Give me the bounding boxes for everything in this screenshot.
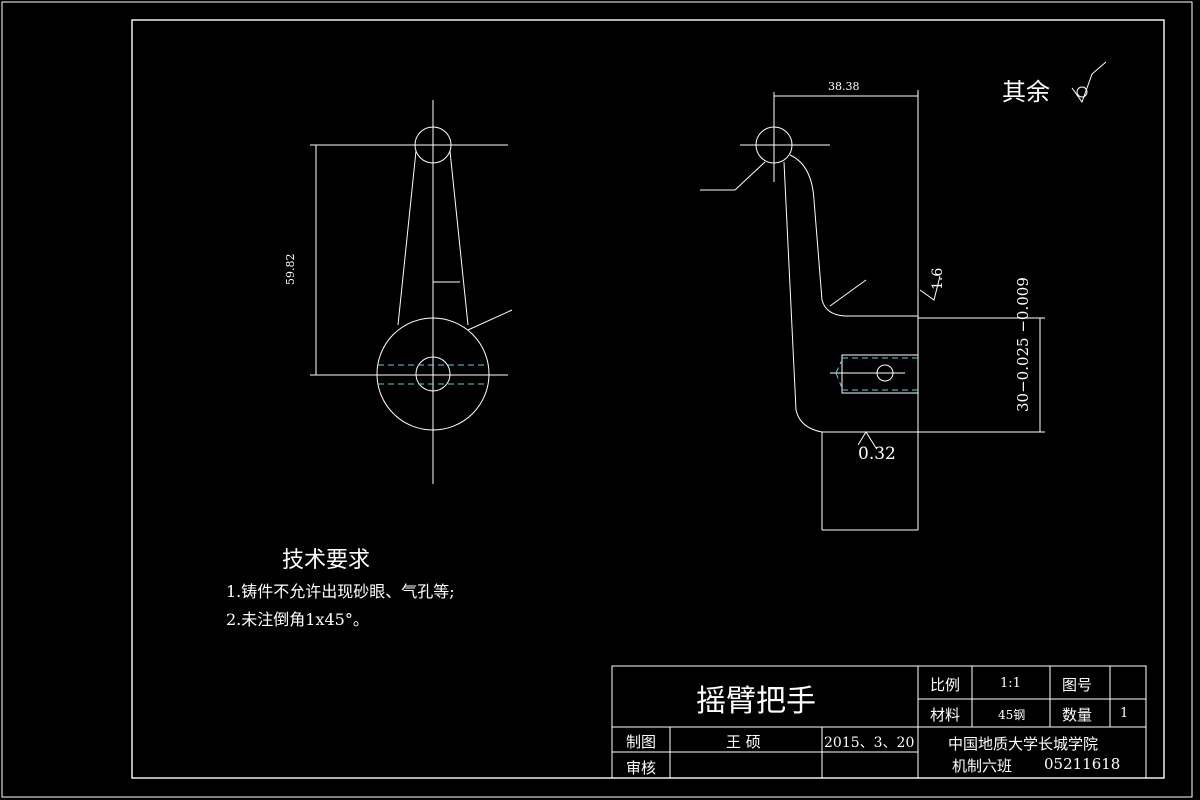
material-value: 45钢 <box>998 708 1026 722</box>
side-view <box>700 61 1107 531</box>
drawn-by-value: 王 硕 <box>726 733 761 751</box>
dim-tolerance-vertical: 30−0.025 −0.009 <box>1014 277 1032 412</box>
dim-side-width: 38.38 <box>828 80 860 93</box>
material-label: 材料 <box>930 706 961 724</box>
student-id: 05211618 <box>1044 755 1121 773</box>
requirement-item-2: 2.未注倒角1x45°。 <box>226 610 369 629</box>
drawing-date: 2015、3、20 <box>824 735 915 751</box>
side-hidden-lines <box>835 357 918 391</box>
title-block-grid <box>611 665 1147 779</box>
quantity-value: 1 <box>1120 706 1129 721</box>
front-hidden-lines <box>378 364 488 385</box>
drawing-frame <box>131 19 1165 779</box>
school-name: 中国地质大学长城学院 <box>948 735 1099 753</box>
quantity-label: 数量 <box>1062 706 1093 724</box>
scale-label: 比例 <box>930 676 961 694</box>
part-name: 摇臂把手 <box>696 684 816 719</box>
requirements-heading: 技术要求 <box>282 548 371 573</box>
scale-value: 1:1 <box>1000 676 1021 691</box>
requirement-item-1: 1.铸件不允许出现砂眼、气孔等; <box>226 582 455 601</box>
roughness-note: 其余 <box>1002 78 1050 106</box>
dim-roughness-bottom: 0.32 <box>858 444 896 464</box>
class-info: 机制六班 <box>952 757 1013 775</box>
front-view <box>310 100 513 484</box>
drawing-no-label: 图号 <box>1062 676 1093 694</box>
dim-roughness-side: 1.6 <box>930 267 946 290</box>
drawn-by-label: 制图 <box>626 733 657 751</box>
checked-label: 审核 <box>626 759 657 777</box>
dim-front-height: 59.82 <box>284 253 297 286</box>
